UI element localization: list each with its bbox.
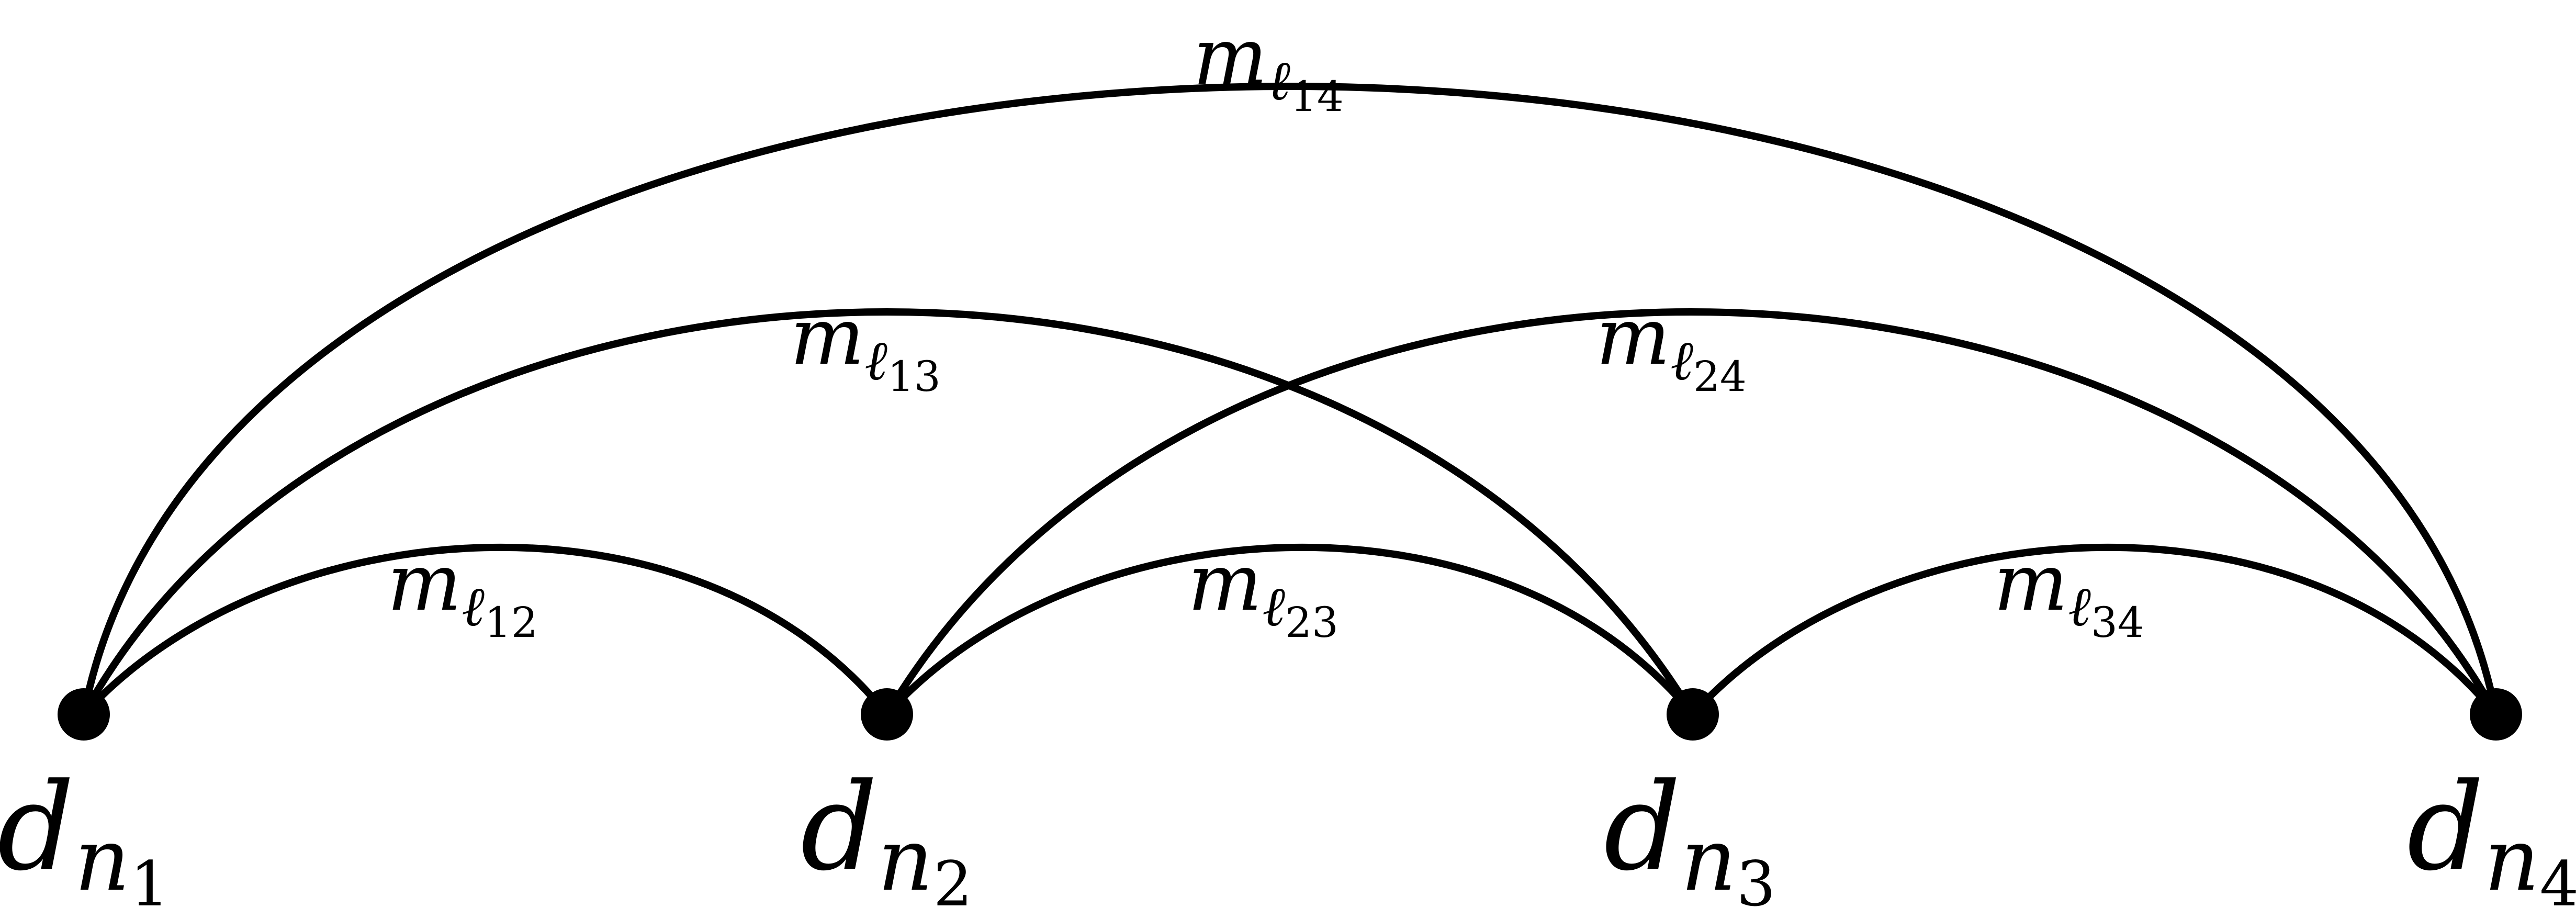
edge-arc-13 — [80, 308, 1696, 718]
node-dot-3 — [1667, 688, 1719, 741]
edge-label-24: mℓ24 — [1596, 292, 1747, 401]
edge-label-23: mℓ23 — [1188, 537, 1338, 647]
node-label-3: dn3 — [1604, 758, 1776, 908]
node-label-2: dn2 — [801, 758, 973, 908]
edge-label-12: mℓ12 — [387, 537, 538, 647]
edge-arc-23 — [883, 543, 1696, 718]
edge-label-34: mℓ34 — [1994, 537, 2144, 647]
edge-arc-14 — [80, 83, 2500, 718]
node-label-4: dn4 — [2407, 758, 2576, 908]
edge-arc-12 — [80, 543, 891, 718]
node-dot-1 — [58, 688, 110, 741]
edge-arc-24 — [883, 308, 2500, 718]
node-dot-2 — [861, 688, 913, 741]
edge-label-13: mℓ13 — [790, 292, 941, 401]
edge-arc-34 — [1689, 543, 2500, 718]
node-dot-4 — [2470, 688, 2522, 741]
node-label-1: dn1 — [0, 758, 170, 908]
edge-label-14: mℓ14 — [1193, 12, 1344, 121]
